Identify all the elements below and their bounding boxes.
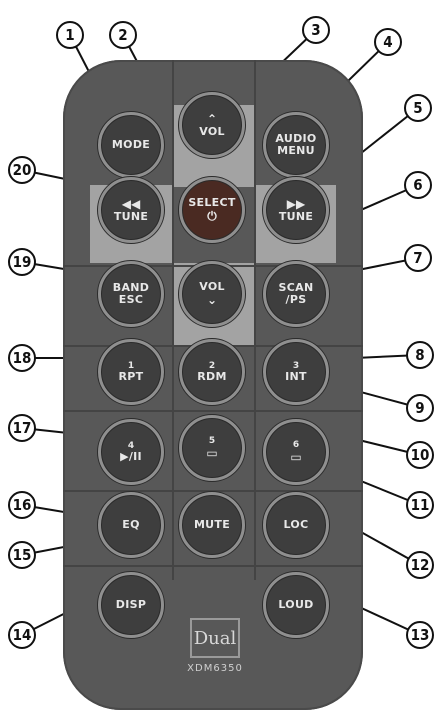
folder-up-icon: ▭	[290, 450, 301, 464]
callout-18: 18	[8, 344, 36, 372]
callout-3: 3	[302, 16, 330, 44]
mute-button[interactable]: MUTE	[179, 492, 245, 558]
disp-button[interactable]: DISP	[98, 572, 164, 638]
button-label: TUNE	[114, 211, 148, 223]
callout-11: 11	[406, 491, 434, 519]
folder-down-button[interactable]: 5▭	[179, 415, 245, 481]
loud-button[interactable]: LOUD	[263, 572, 329, 638]
button-label: SELECT	[188, 197, 235, 209]
button-label-2: /PS	[286, 294, 307, 306]
button-label: VOL	[199, 126, 225, 138]
button-number: 5	[209, 436, 215, 446]
callout-20: 20	[8, 156, 36, 184]
power-icon: ⏻	[207, 209, 217, 223]
mode-button[interactable]: MODE	[98, 112, 164, 178]
button-number: 6	[293, 440, 299, 450]
fast-forward-icon: ▶▶	[287, 197, 305, 211]
eq-button[interactable]: EQ	[98, 492, 164, 558]
callout-13: 13	[406, 621, 434, 649]
button-label-2: ESC	[119, 294, 143, 306]
callout-19: 19	[8, 248, 36, 276]
callout-2: 2	[109, 21, 137, 49]
button-label: ▶/II	[120, 451, 142, 463]
button-label: VOL	[199, 281, 225, 293]
callout-15: 15	[8, 541, 36, 569]
select-button[interactable]: SELECT⏻	[179, 177, 245, 243]
button-label-2: MENU	[277, 145, 315, 157]
divider	[63, 565, 363, 567]
button-label: LOUD	[278, 599, 313, 611]
folder-up-button[interactable]: 6▭	[263, 419, 329, 485]
button-label: INT	[285, 371, 307, 383]
tune-next-button[interactable]: ▶▶TUNE	[263, 177, 329, 243]
callout-5: 5	[404, 94, 432, 122]
button-label: LOC	[284, 519, 309, 531]
divider	[254, 60, 256, 580]
callout-6: 6	[404, 171, 432, 199]
callout-14: 14	[8, 621, 36, 649]
loc-button[interactable]: LOC	[263, 492, 329, 558]
brand-logo: Dual	[190, 618, 240, 658]
model-number: XDM6350	[165, 663, 265, 674]
callout-10: 10	[406, 441, 434, 469]
callout-12: 12	[406, 551, 434, 579]
callout-7: 7	[404, 244, 432, 272]
divider	[63, 410, 363, 412]
button-label: MODE	[112, 139, 150, 151]
callout-8: 8	[406, 341, 434, 369]
button-label: MUTE	[194, 519, 230, 531]
button-label: EQ	[122, 519, 139, 531]
callout-1: 1	[56, 21, 84, 49]
vol-up-button[interactable]: ⌃VOL	[179, 92, 245, 158]
button-label: TUNE	[279, 211, 313, 223]
vol-down-button[interactable]: VOL⌄	[179, 261, 245, 327]
chevron-down-icon: ⌄	[207, 293, 217, 307]
callout-17: 17	[8, 414, 36, 442]
divider	[172, 60, 174, 580]
button-label: RPT	[119, 371, 144, 383]
scan-ps-button[interactable]: SCAN/PS	[263, 261, 329, 327]
button-label: DISP	[116, 599, 146, 611]
button-label: RDM	[197, 371, 226, 383]
callout-4: 4	[374, 28, 402, 56]
play-pause-button[interactable]: 4▶/II	[98, 419, 164, 485]
rewind-icon: ◀◀	[122, 197, 140, 211]
callout-9: 9	[406, 394, 434, 422]
chevron-up-icon: ⌃	[207, 112, 217, 126]
callout-16: 16	[8, 491, 36, 519]
tune-prev-button[interactable]: ◀◀TUNE	[98, 177, 164, 243]
folder-down-icon: ▭	[206, 446, 217, 460]
